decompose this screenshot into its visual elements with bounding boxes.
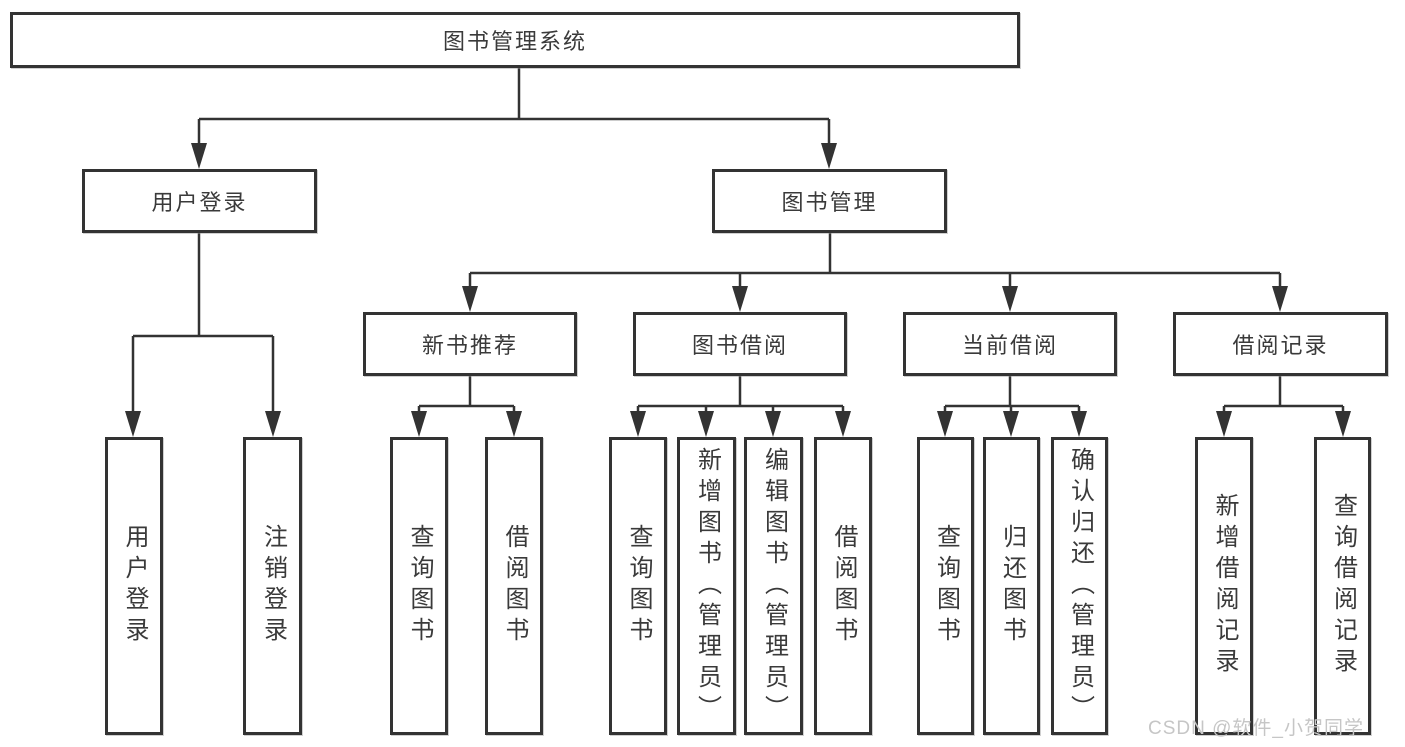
node-label: 查询借阅记录 [1329,493,1357,679]
node-label: 归还图书 [998,524,1026,648]
node-root-library-system: 图书管理系统 [10,12,1020,68]
node-label: 用户登录 [151,190,248,215]
node-label: 注销登录 [259,524,287,648]
edge-book-borrow-to-leaves [630,376,851,437]
node-current-borrowing: 当前借阅 [903,312,1117,376]
leaf-borrow-books-borrowing: 借阅图书 [814,437,872,735]
node-user-login: 用户登录 [82,169,317,233]
leaf-confirm-return-admin: 确认归还（管理员） [1051,437,1108,735]
node-borrow-records: 借阅记录 [1173,312,1388,376]
edge-root-to-level2 [191,68,837,169]
node-label: 图书借阅 [691,333,788,358]
node-label: 新书推荐 [421,333,518,358]
node-label: 新增借阅记录 [1211,493,1238,679]
node-label: 图书管理 [781,190,878,215]
leaf-logout: 注销登录 [243,437,302,735]
node-label: 当前借阅 [961,333,1058,358]
node-label: 确认归还（管理员） [1066,446,1094,726]
node-label: 用户登录 [121,524,148,648]
leaf-user-login: 用户登录 [105,437,163,735]
node-label: 借阅图书 [501,524,528,648]
node-label: 借阅图书 [830,524,857,648]
edge-user-login-to-leaves [125,233,281,437]
node-label: 编辑图书（管理员） [760,446,788,726]
leaf-query-books-current: 查询图书 [917,437,974,735]
node-new-book-recommend: 新书推荐 [363,312,577,376]
leaf-return-book: 归还图书 [983,437,1040,735]
edge-current-borrow-to-leaves [937,376,1087,437]
node-label: 查询图书 [406,524,433,648]
leaf-query-borrow-record: 查询借阅记录 [1314,437,1371,735]
watermark: CSDN @软件_小贺同学 [1148,718,1364,739]
edge-book-mgmt-to-level3 [462,233,1288,312]
node-label: 新增图书（管理员） [693,446,721,726]
leaf-add-borrow-record: 新增借阅记录 [1195,437,1253,735]
leaf-edit-book-admin: 编辑图书（管理员） [744,437,803,735]
leaf-query-books-recommend: 查询图书 [390,437,448,735]
node-book-borrowing: 图书借阅 [633,312,847,376]
leaf-add-book-admin: 新增图书（管理员） [677,437,736,735]
edge-borrow-records-to-leaves [1216,376,1351,437]
node-label: 查询图书 [625,524,652,648]
leaf-query-books-borrowing: 查询图书 [609,437,667,735]
node-label: 图书管理系统 [442,29,587,54]
leaf-borrow-books-recommend: 借阅图书 [485,437,543,735]
node-label: 查询图书 [932,524,960,648]
edge-new-book-rec-to-leaves [411,376,522,437]
node-label: 借阅记录 [1232,333,1329,358]
node-book-management: 图书管理 [712,169,947,233]
